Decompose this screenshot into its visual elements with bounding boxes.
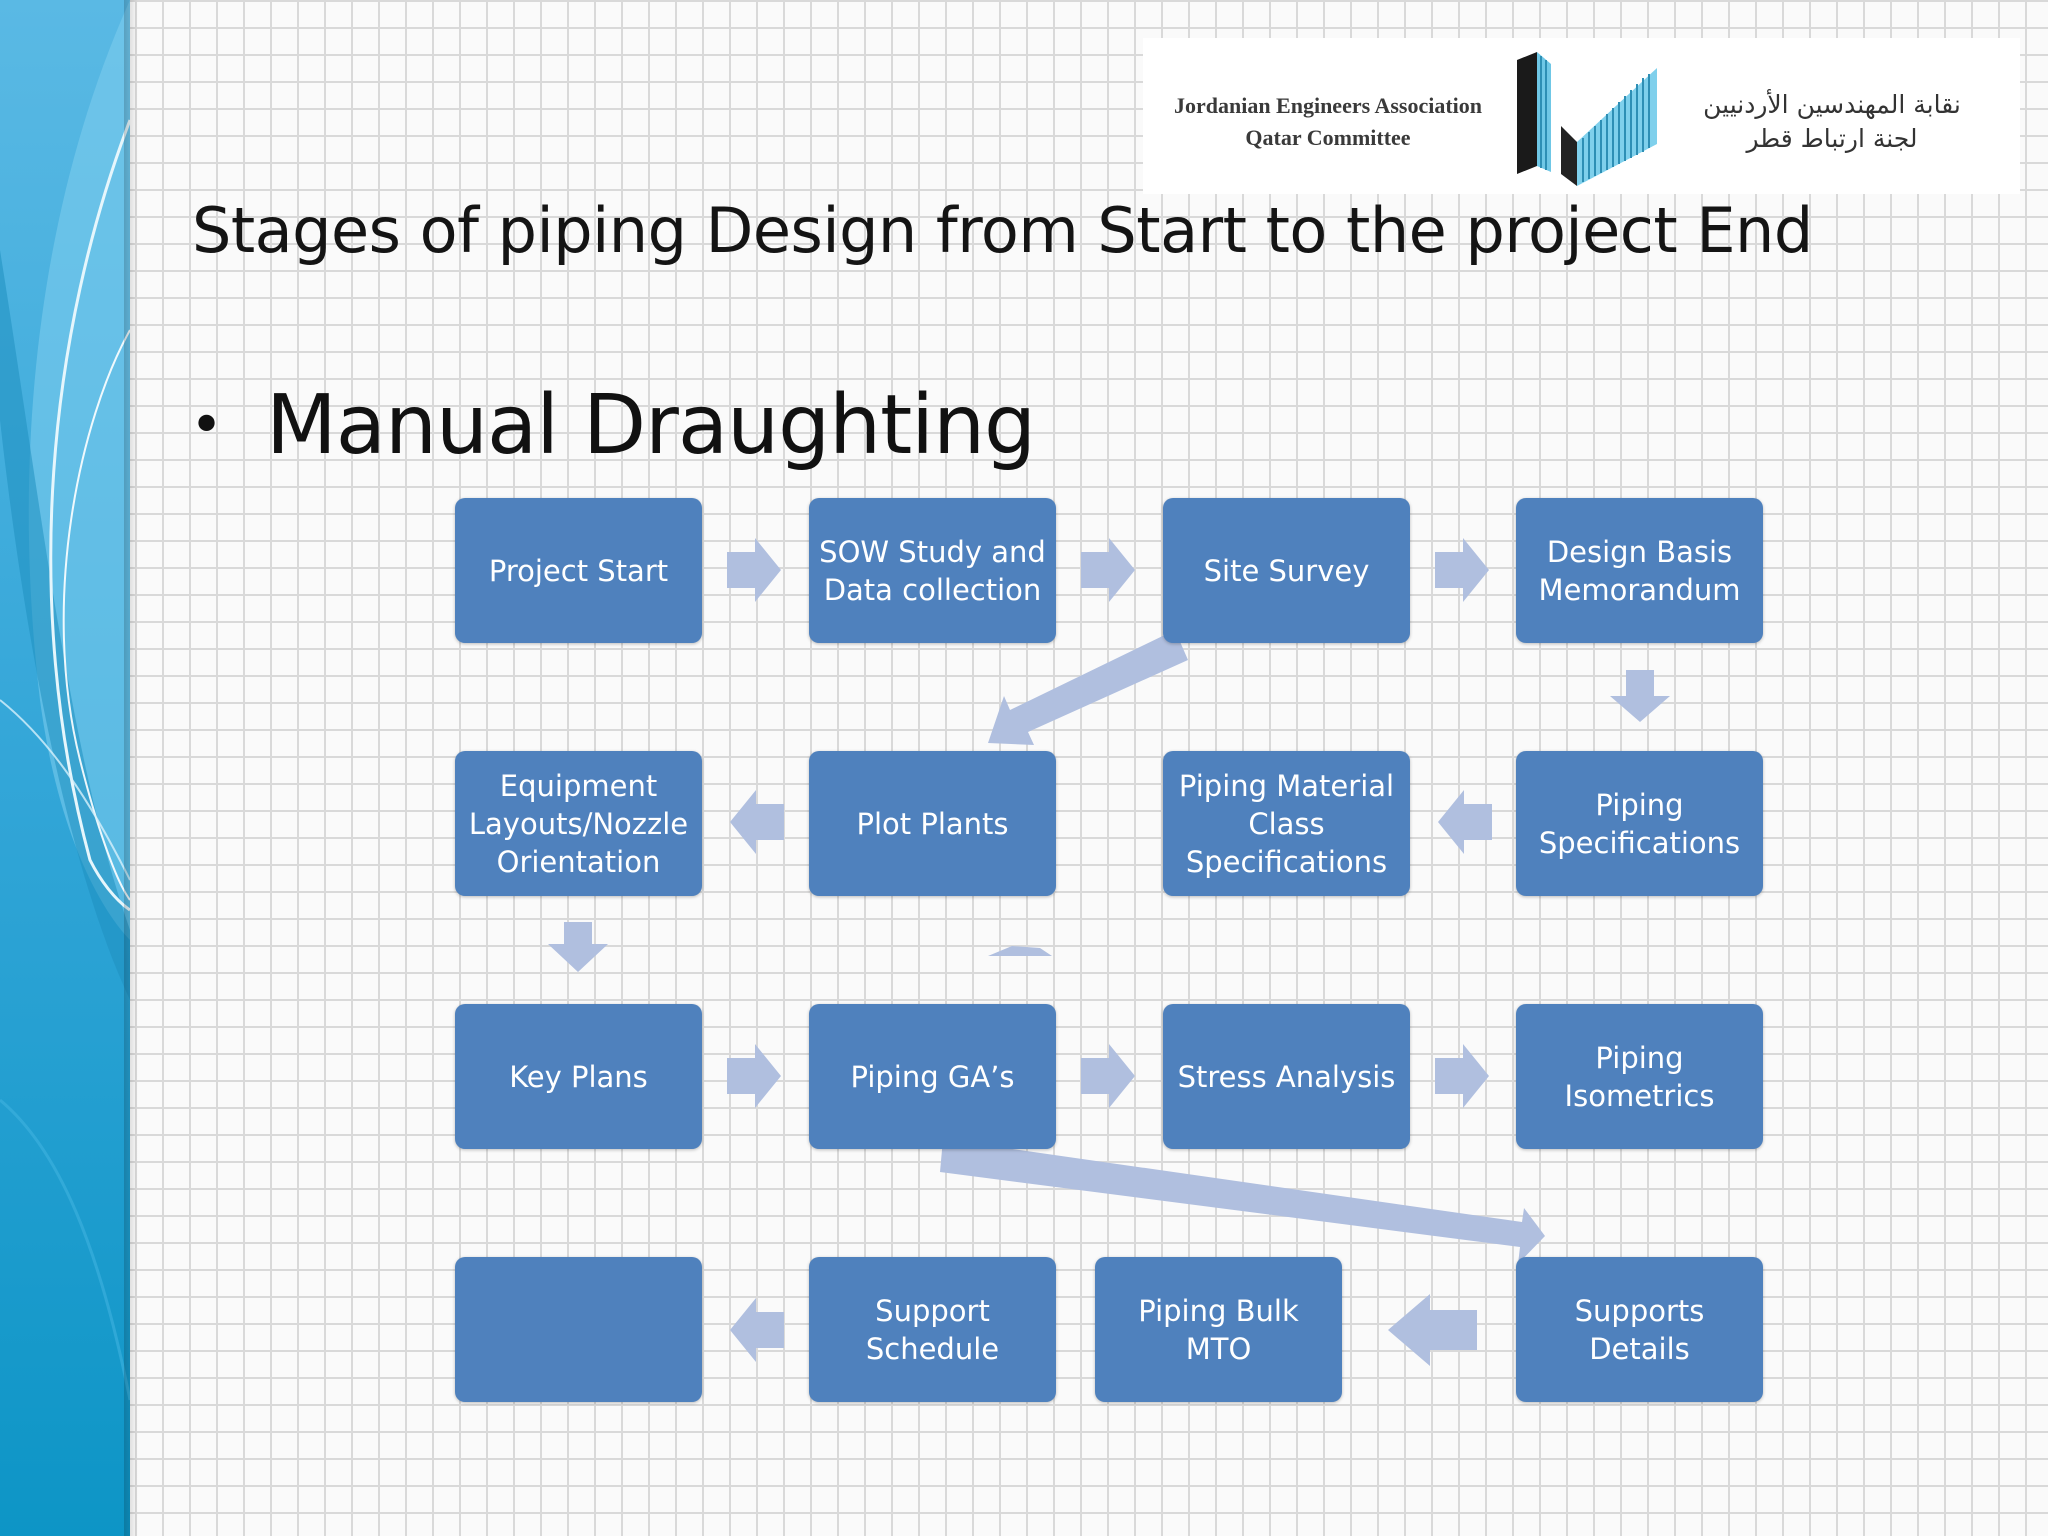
node-label: Support Schedule: [865, 1293, 1000, 1366]
node-label: Piping Material Class Specifications: [1178, 768, 1395, 879]
bullet-item: • Manual Draughting: [190, 378, 1036, 473]
node-stress-analysis: Stress Analysis: [1163, 1004, 1410, 1149]
node-label: Key Plans: [509, 1059, 648, 1094]
node-label: Plot Plants: [856, 806, 1009, 841]
node-design-basis: Design Basis Memorandum: [1516, 498, 1763, 643]
node-site-survey: Site Survey: [1163, 498, 1410, 643]
arrow-site-survey-to-design-basis: [1435, 538, 1489, 602]
node-label: Design Basis Memorandum: [1538, 534, 1741, 607]
arrow-design-basis-to-piping-specs: [1610, 670, 1670, 722]
arrow-equipment-to-key-plans: [548, 922, 608, 972]
arrow-key-plans-to-piping-gas: [727, 1044, 781, 1108]
arrow-plot-plants-to-equipment: [730, 790, 784, 854]
node-label: Piping Bulk MTO: [1138, 1293, 1299, 1366]
node-supports-details: Supports Details: [1516, 1257, 1763, 1402]
node-key-plans: Key Plans: [455, 1004, 702, 1149]
sidebar-decoration: [0, 0, 130, 1536]
arrow-piping-gas-to-supports-details: [940, 1139, 1545, 1264]
association-logo: Jordanian Engineers Association Qatar Co…: [1143, 38, 2020, 194]
arrow-project-start-to-sow: [727, 538, 781, 602]
arrow-sow-to-site-survey: [1081, 538, 1135, 602]
node-piping-specifications: Piping Specifications: [1516, 751, 1763, 896]
node-label: Equipment Layouts/Nozzle Orientation: [468, 768, 689, 879]
node-equipment-layouts: Equipment Layouts/Nozzle Orientation: [455, 751, 702, 896]
slide-title: Stages of piping Design from Start to th…: [192, 194, 1813, 267]
sidebar-shadow: [124, 0, 138, 1536]
arrow-piping-gas-to-stress: [1081, 1044, 1135, 1108]
node-sow-study: SOW Study and Data collection: [809, 498, 1056, 643]
bullet-dot: •: [190, 393, 224, 458]
arrow-support-schedule-to-empty: [730, 1298, 784, 1362]
arrow-stress-to-isometrics: [1435, 1044, 1489, 1108]
node-label: Site Survey: [1203, 553, 1370, 588]
node-label: Piping Isometrics: [1564, 1040, 1715, 1113]
node-label: SOW Study and Data collection: [819, 534, 1046, 607]
node-piping-gas: Piping GA’s: [809, 1004, 1056, 1149]
logo-arabic-text: نقابة المهندسين الأردنيين لجنة ارتباط قط…: [1703, 90, 1961, 153]
node-label: Stress Analysis: [1177, 1059, 1396, 1094]
node-empty: [455, 1257, 702, 1402]
logo-english-text: Jordanian Engineers Association Qatar Co…: [1173, 93, 1483, 150]
node-piping-isometrics: Piping Isometrics: [1516, 1004, 1763, 1149]
node-piping-material-class: Piping Material Class Specifications: [1163, 751, 1410, 896]
node-plot-plants: Plot Plants: [809, 751, 1056, 896]
node-piping-bulk-mto: Piping Bulk MTO: [1095, 1257, 1342, 1402]
node-label: Project Start: [488, 553, 669, 588]
node-label: Supports Details: [1574, 1293, 1705, 1366]
node-project-start: Project Start: [455, 498, 702, 643]
arrow-site-survey-to-plot-plants: [988, 630, 1188, 745]
bullet-text: Manual Draughting: [266, 378, 1036, 473]
arrow-stub-under-plot-plants: [988, 946, 1052, 956]
node-label: Piping GA’s: [850, 1059, 1015, 1094]
arrow-piping-specs-to-material-class: [1438, 790, 1492, 854]
arrow-supports-to-bulk-mto: [1388, 1294, 1477, 1366]
logo-mark-icon: [1517, 52, 1657, 186]
node-label: Piping Specifications: [1538, 787, 1741, 860]
node-support-schedule: Support Schedule: [809, 1257, 1056, 1402]
